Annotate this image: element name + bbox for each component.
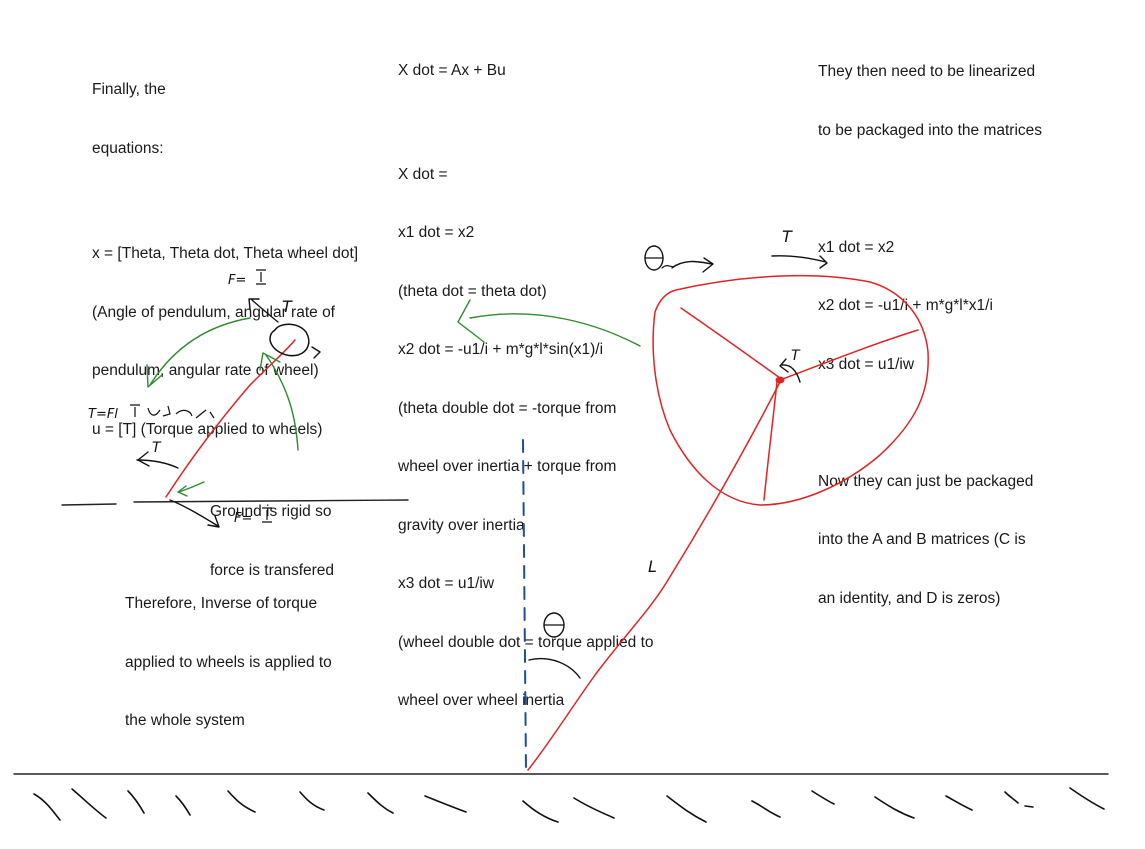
- torque-left-arrowhead: [137, 451, 150, 467]
- left-state-line-2: (Angle of pendulum, angular rate of: [92, 303, 335, 321]
- ground-note-line-1: Ground is rigid so: [210, 503, 332, 520]
- theta-w-subscript: [661, 264, 677, 269]
- wheel-spoke-2: [779, 329, 919, 381]
- force-top-fraction: [256, 269, 266, 285]
- middle-line-5: x2 dot = -u1/i + m*g*l*sin(x1)/i: [398, 341, 604, 358]
- right-line-4: x1 dot = x2: [818, 238, 895, 256]
- ground-note-line-2: force is transfered: [210, 561, 335, 579]
- theta-w-arrow: [671, 260, 713, 269]
- wheel-torque-arrow: [771, 255, 827, 263]
- small-wheel-arrow: [311, 346, 321, 359]
- conclusion-line-2: applied to wheels is applied to: [125, 653, 332, 671]
- left-state-line-3: pendulum, angular rate of wheel): [92, 362, 319, 379]
- middle-line-8: gravity over inertia: [398, 516, 525, 534]
- middle-line-6: (theta double dot = -torque from: [398, 399, 617, 417]
- middle-notes: X dot = Ax + Bu X dot = x1 dot = x2 (the…: [398, 22, 654, 730]
- hub-torque-arrowhead: [779, 358, 789, 373]
- middle-line-1: X dot = Ax + Bu: [398, 62, 506, 79]
- small-ground-dash: [61, 503, 117, 506]
- label-torque-hub: T: [791, 348, 801, 364]
- right-line-6: x3 dot = u1/iw: [818, 355, 915, 373]
- torque-top-arrow: [251, 299, 279, 323]
- label-torque-left: T: [152, 440, 162, 456]
- force-middle-scribble: [130, 404, 215, 419]
- left-heading-line-2: equations:: [92, 139, 164, 157]
- small-pendulum-rod: [165, 339, 296, 498]
- conclusion-line-1: Therefore, Inverse of torque: [125, 595, 318, 612]
- small-up-arrow: [265, 354, 299, 451]
- label-length: L: [648, 557, 657, 576]
- reaction-arrowhead: [207, 515, 220, 528]
- pendulum-rod: [527, 381, 781, 771]
- vertical-reference: [522, 439, 527, 771]
- right-line-5: x2 dot = -u1/i + m*g*l*x1/i: [818, 297, 993, 314]
- wheel-spoke-3: [763, 381, 778, 501]
- label-torque-wheel: T: [782, 227, 793, 246]
- label-force-top: F=: [228, 273, 246, 288]
- middle-line-11: wheel over wheel inertia: [398, 692, 565, 709]
- torque-top-arrowhead: [248, 298, 260, 310]
- ground-hatching: [33, 787, 1105, 823]
- middle-line-3: x1 dot = x2: [398, 224, 475, 241]
- right-line-9: into the A and B matrices (C is: [818, 531, 1026, 548]
- reaction-arrow: [169, 499, 219, 527]
- label-force-middle: T=Fl: [88, 407, 118, 422]
- small-ground-line: [133, 499, 409, 503]
- small-wheel: [269, 323, 310, 357]
- ground-note-arrow: [177, 481, 205, 493]
- middle-line-4: (theta dot = theta dot): [398, 282, 547, 300]
- left-heading-line-1: Finally, the: [92, 81, 166, 98]
- force-bottom-fraction: [262, 507, 272, 523]
- torque-left-arrow: [136, 459, 179, 469]
- middle-line-9: x3 dot = u1/iw: [398, 575, 495, 592]
- small-up-arrowhead: [259, 352, 281, 371]
- right-line-2: to be packaged into the matrices: [818, 121, 1043, 139]
- right-notes: They then need to be linearized to be pa…: [818, 23, 1042, 628]
- small-tip-arrowhead: [146, 364, 163, 388]
- wheel-torque-arrowhead: [819, 255, 828, 269]
- right-line-1: They then need to be linearized: [818, 63, 1036, 80]
- middle-line-7: wheel over inertia + torque from: [398, 458, 617, 475]
- hub-torque-arrow: [781, 364, 801, 383]
- theta-arc: [528, 658, 581, 679]
- left-notes: Finally, the equations: x = [Theta, Thet…: [92, 41, 358, 459]
- tip-direction-arrowhead: [457, 299, 485, 343]
- wheel-spoke-1: [680, 307, 781, 379]
- tip-direction-arrow: [469, 313, 641, 347]
- right-line-10: an identity, and D is zeros): [818, 589, 1001, 607]
- right-line-8: Now they can just be packaged: [818, 472, 1034, 490]
- conclusion-note: Therefore, Inverse of torque applied to …: [125, 555, 332, 750]
- big-wheel: [652, 274, 929, 506]
- ground-note-arrowhead: [177, 485, 188, 497]
- label-torque-top: T: [282, 297, 293, 316]
- theta-w-arrowhead: [702, 257, 714, 273]
- middle-line-2: X dot =: [398, 165, 448, 183]
- ground-note: Ground is rigid so force is transfered: [210, 463, 334, 600]
- left-state-line-1: x = [Theta, Theta dot, Theta wheel dot]: [92, 245, 359, 262]
- label-force-bottom: F=: [234, 511, 252, 526]
- conclusion-line-3: the whole system: [125, 712, 245, 729]
- small-tip-arrow: [149, 317, 251, 386]
